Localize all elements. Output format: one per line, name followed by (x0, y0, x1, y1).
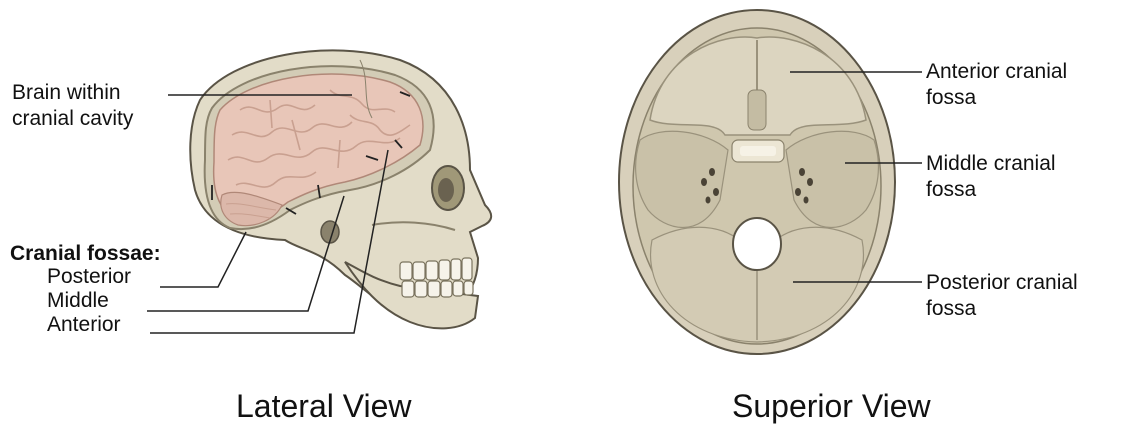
superior-skull (619, 10, 895, 354)
posterior-fossa-label-line2: fossa (926, 297, 976, 321)
label-posterior: Posterior (47, 265, 131, 289)
lateral-skull (190, 50, 491, 328)
anterior-fossa-label-line1: Anterior cranial (926, 60, 1067, 84)
foramen-magnum (733, 218, 781, 270)
caption-lateral-view: Lateral View (236, 388, 412, 424)
label-middle: Middle (47, 289, 109, 313)
middle-fossa-label-line2: fossa (926, 178, 976, 202)
middle-fossa-label-line1: Middle cranial (926, 152, 1056, 176)
brain-label-line2: cranial cavity (12, 107, 133, 131)
caption-superior-view: Superior View (732, 388, 931, 424)
anterior-fossa-label-line2: fossa (926, 86, 976, 110)
posterior-fossa-label-line1: Posterior cranial (926, 271, 1078, 295)
cranial-fossae-heading: Cranial fossae: (10, 242, 161, 266)
brain-label-line1: Brain within (12, 81, 121, 105)
teeth (400, 258, 473, 297)
label-anterior: Anterior (47, 313, 121, 337)
